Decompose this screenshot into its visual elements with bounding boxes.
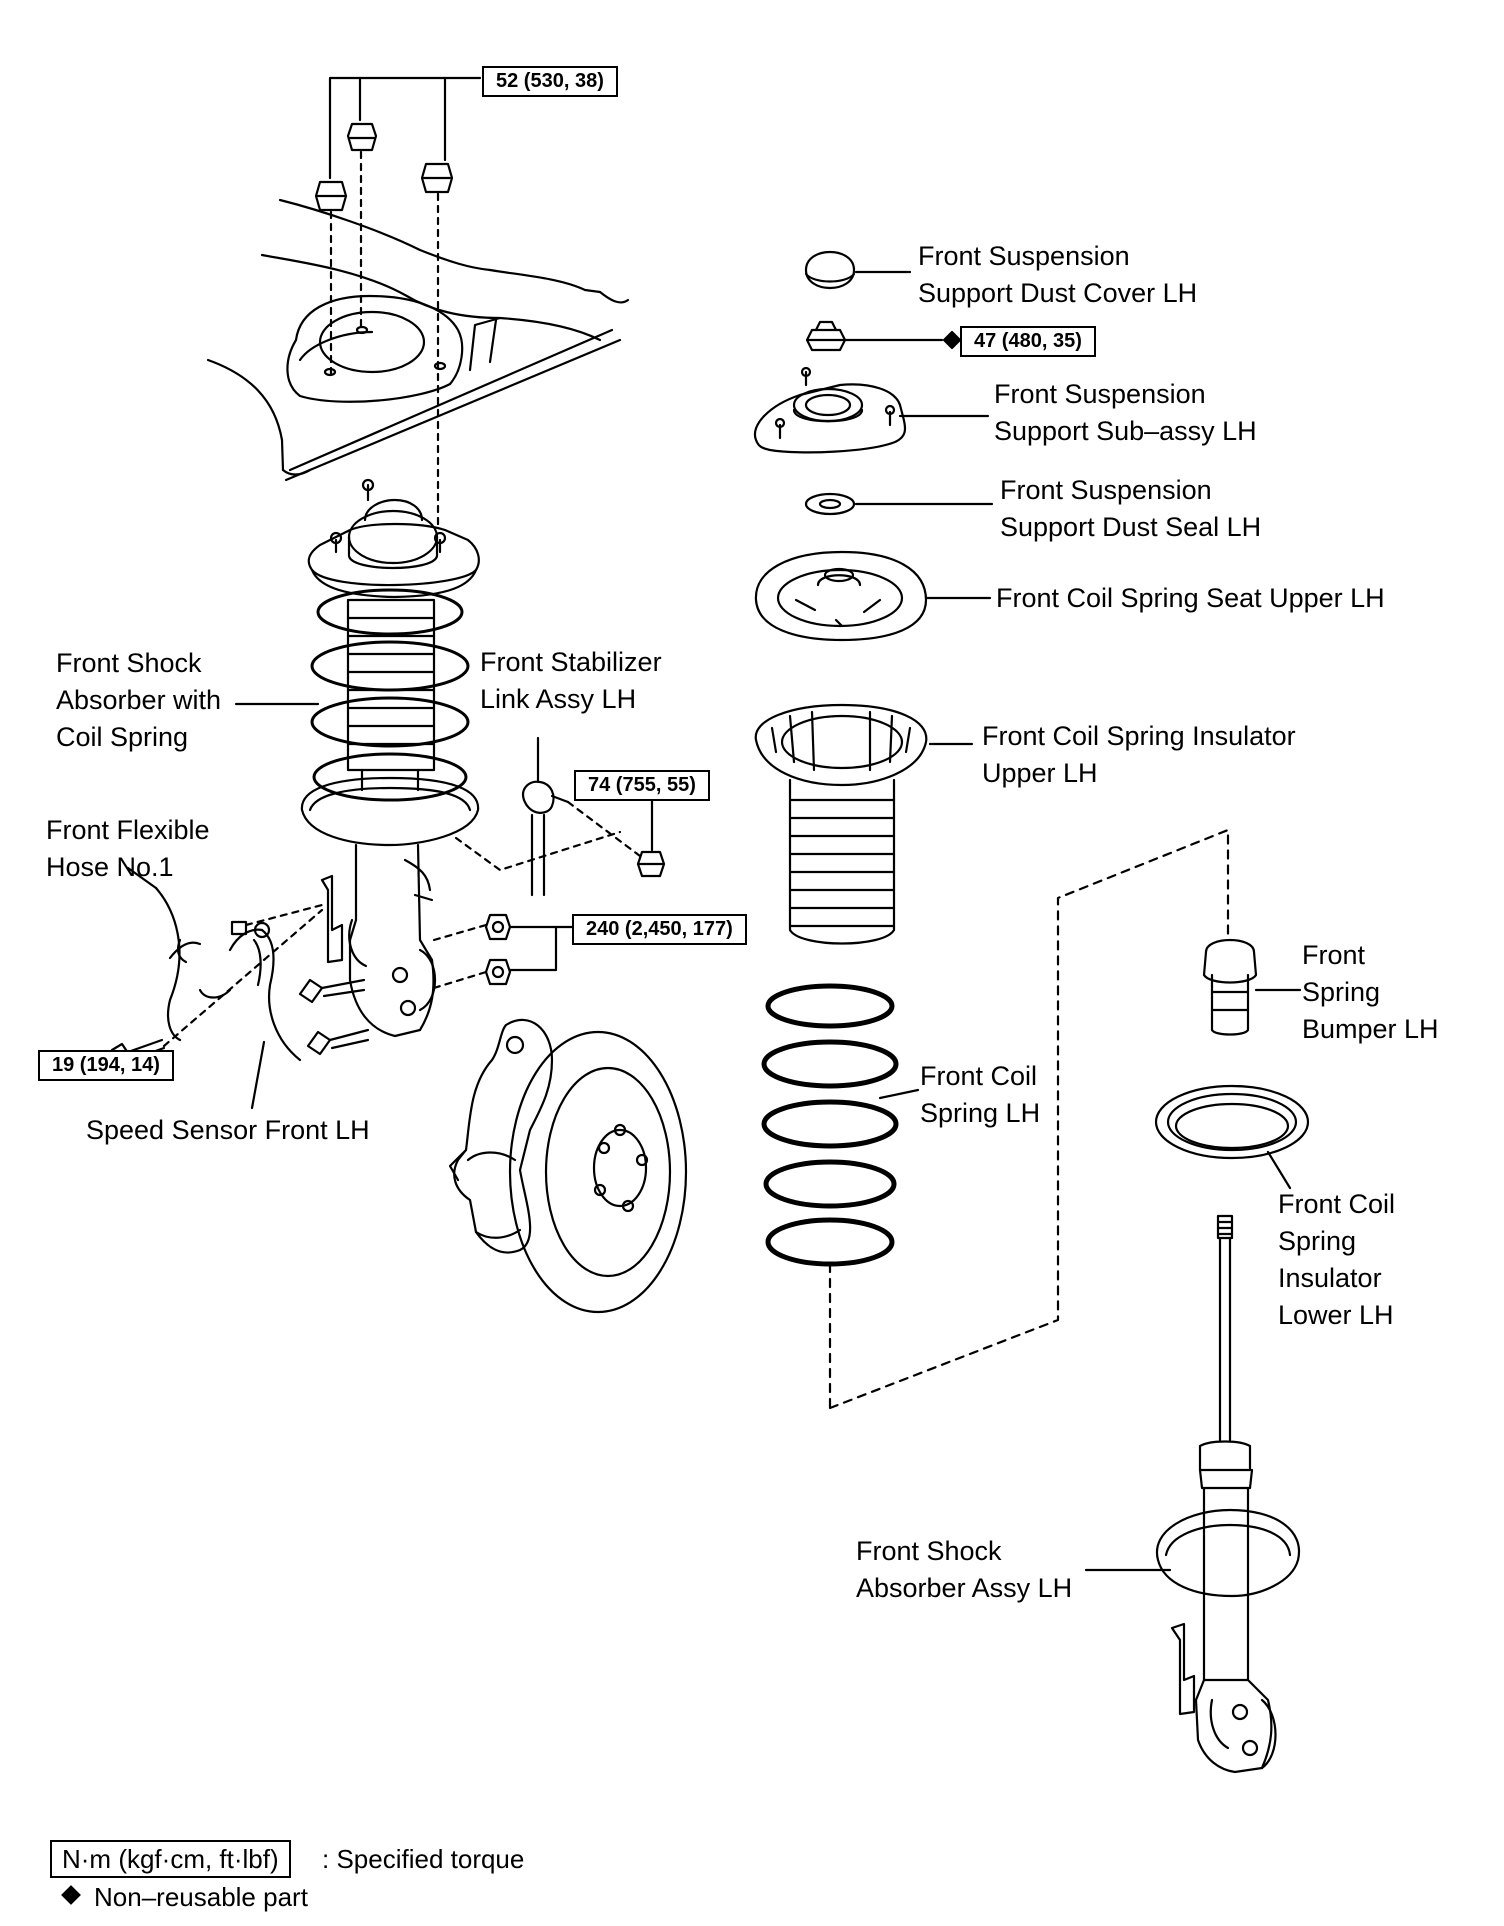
coil-spring-icon [761, 983, 899, 1267]
label-shock-absorber-assy: Front Shock Absorber Assy LH [856, 1533, 1072, 1607]
torque-box-support-nut: 47 (480, 35) [960, 326, 1096, 357]
legend-torque-box: N·m (kgf·cm, ft·lbf) [50, 1840, 291, 1878]
label-line: Support Dust Seal LH [1000, 512, 1262, 542]
label-line: Spring LH [920, 1098, 1041, 1128]
strut-coil-spring [310, 588, 470, 802]
coil-spring-leader [878, 1088, 920, 1100]
label-line: Insulator [1278, 1263, 1382, 1293]
speed-sensor-leader [250, 1040, 266, 1110]
label-line: Coil Spring [56, 722, 189, 752]
label-line: Front [1302, 940, 1366, 970]
dust-cover-icon [804, 250, 856, 290]
hose-label-leader [126, 866, 158, 890]
label-line: Front Coil Spring Insulator [982, 721, 1296, 751]
label-line: Upper LH [982, 758, 1098, 788]
strut-lower-seat [300, 776, 480, 847]
label-line: Link Assy LH [480, 684, 637, 714]
label-speed-sensor: Speed Sensor Front LH [86, 1115, 370, 1145]
strut-lower-body [320, 843, 437, 1038]
nonreusable-diamond-icon [942, 330, 962, 350]
label-line: Front Shock [56, 648, 202, 678]
label-line: Bumper LH [1302, 1014, 1439, 1044]
strut-dust-boot [346, 598, 436, 792]
hose-dashed-guides [162, 903, 324, 1048]
label-line: Hose No.1 [46, 852, 174, 882]
torque-box-stabilizer-link-nut: 74 (755, 55) [574, 770, 710, 801]
torque-box-strut-upper-nuts: 52 (530, 38) [482, 66, 618, 97]
label-line: Front Suspension [994, 379, 1206, 409]
label-line: Lower LH [1278, 1300, 1394, 1330]
label-spring-bumper: Front Spring Bumper LH [1302, 937, 1439, 1048]
label-dust-cover: Front Suspension Support Dust Cover LH [918, 238, 1197, 312]
steering-knuckle-and-disc [448, 1018, 688, 1314]
insulator-lower-icon [1154, 1084, 1310, 1160]
label-spring-seat-upper: Front Coil Spring Seat Upper LH [996, 583, 1385, 613]
label-line: Front Coil [1278, 1189, 1396, 1219]
flexible-hose [154, 886, 264, 1042]
label-support-sub-assy: Front Suspension Support Sub–assy LH [994, 376, 1257, 450]
speed-sensor-cable [252, 921, 302, 1062]
stabilizer-link-nut-icon [636, 850, 666, 878]
label-flexible-hose: Front Flexible Hose No.1 [46, 812, 210, 886]
label-line: Spring [1278, 1226, 1357, 1256]
torque-box-hose-bolt: 19 (194, 14) [38, 1050, 174, 1081]
label-line: Support Sub–assy LH [994, 416, 1257, 446]
legend-nonreusable-text: Non–reusable part [94, 1882, 308, 1912]
label-line: Front Suspension [918, 241, 1130, 271]
label-insulator-lower: Front Coil Spring Insulator Lower LH [1278, 1186, 1395, 1334]
insulator-lower-leader [1266, 1150, 1292, 1190]
knuckle-nut-leader [508, 925, 558, 972]
label-coil-spring: Front Coil Spring LH [920, 1058, 1040, 1132]
strut-upper-nut-icon [314, 122, 454, 212]
shock-absorber-assy-icon [1155, 1214, 1301, 1774]
label-dust-seal: Front Suspension Support Dust Seal LH [1000, 472, 1261, 546]
torque-box-knuckle-nuts: 240 (2,450, 177) [572, 914, 747, 945]
label-line: Support Dust Cover LH [918, 278, 1198, 308]
stabilizer-link-icon [522, 780, 570, 897]
label-shock-with-spring: Front Shock Absorber with Coil Spring [56, 645, 221, 756]
nut-dashed-guides [329, 150, 440, 527]
legend-torque-text: : Specified torque [322, 1844, 525, 1874]
insulator-upper-icon [754, 703, 928, 945]
upper-nut-leader-lines [328, 76, 482, 180]
label-line: Front Stabilizer [480, 647, 662, 677]
label-line: Spring [1302, 977, 1381, 1007]
knuckle-nut-icon [484, 913, 512, 986]
dust-seal-icon [804, 492, 856, 516]
strut-upper-mount [307, 478, 480, 599]
label-line: Front Suspension [1000, 475, 1212, 505]
label-stabilizer-link: Front Stabilizer Link Assy LH [480, 644, 662, 718]
label-line: Front Shock [856, 1536, 1002, 1566]
stabilizer-dashed-guides [454, 800, 642, 872]
support-sub-assy-icon [753, 366, 907, 454]
knuckle-dashed-guides [432, 923, 488, 990]
spring-dashed-guides [828, 828, 1230, 1410]
spring-bumper-icon [1202, 938, 1258, 1036]
support-nut-icon [805, 320, 847, 352]
strut-lower-bolt-icon [298, 978, 370, 1056]
label-line: Front Coil [920, 1061, 1038, 1091]
label-line: Absorber Assy LH [856, 1573, 1073, 1603]
label-line: Absorber with [56, 685, 222, 715]
label-insulator-upper: Front Coil Spring Insulator Upper LH [982, 718, 1296, 792]
spring-seat-upper-icon [754, 550, 928, 642]
label-line: Front Flexible [46, 815, 210, 845]
body-strut-tower [206, 198, 630, 482]
